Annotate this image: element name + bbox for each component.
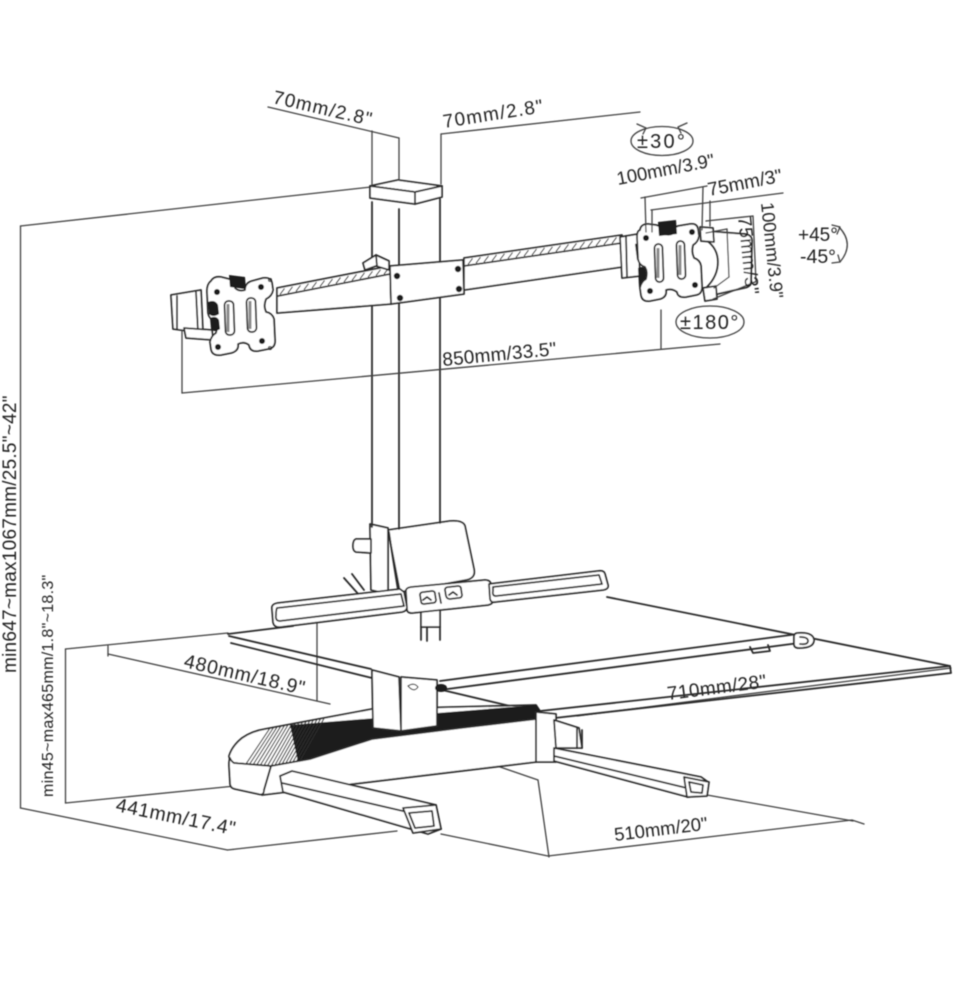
svg-text:min647~max1067mm/25.5"~42": min647~max1067mm/25.5"~42" — [0, 395, 21, 673]
svg-text:+45°: +45° — [798, 225, 838, 246]
svg-text:±180°: ±180° — [680, 312, 740, 334]
svg-text:-45°: -45° — [800, 246, 836, 268]
svg-text:±30°: ±30° — [637, 131, 687, 153]
svg-text:min45~max465mm/1.8"~18.3": min45~max465mm/1.8"~18.3" — [40, 574, 57, 797]
